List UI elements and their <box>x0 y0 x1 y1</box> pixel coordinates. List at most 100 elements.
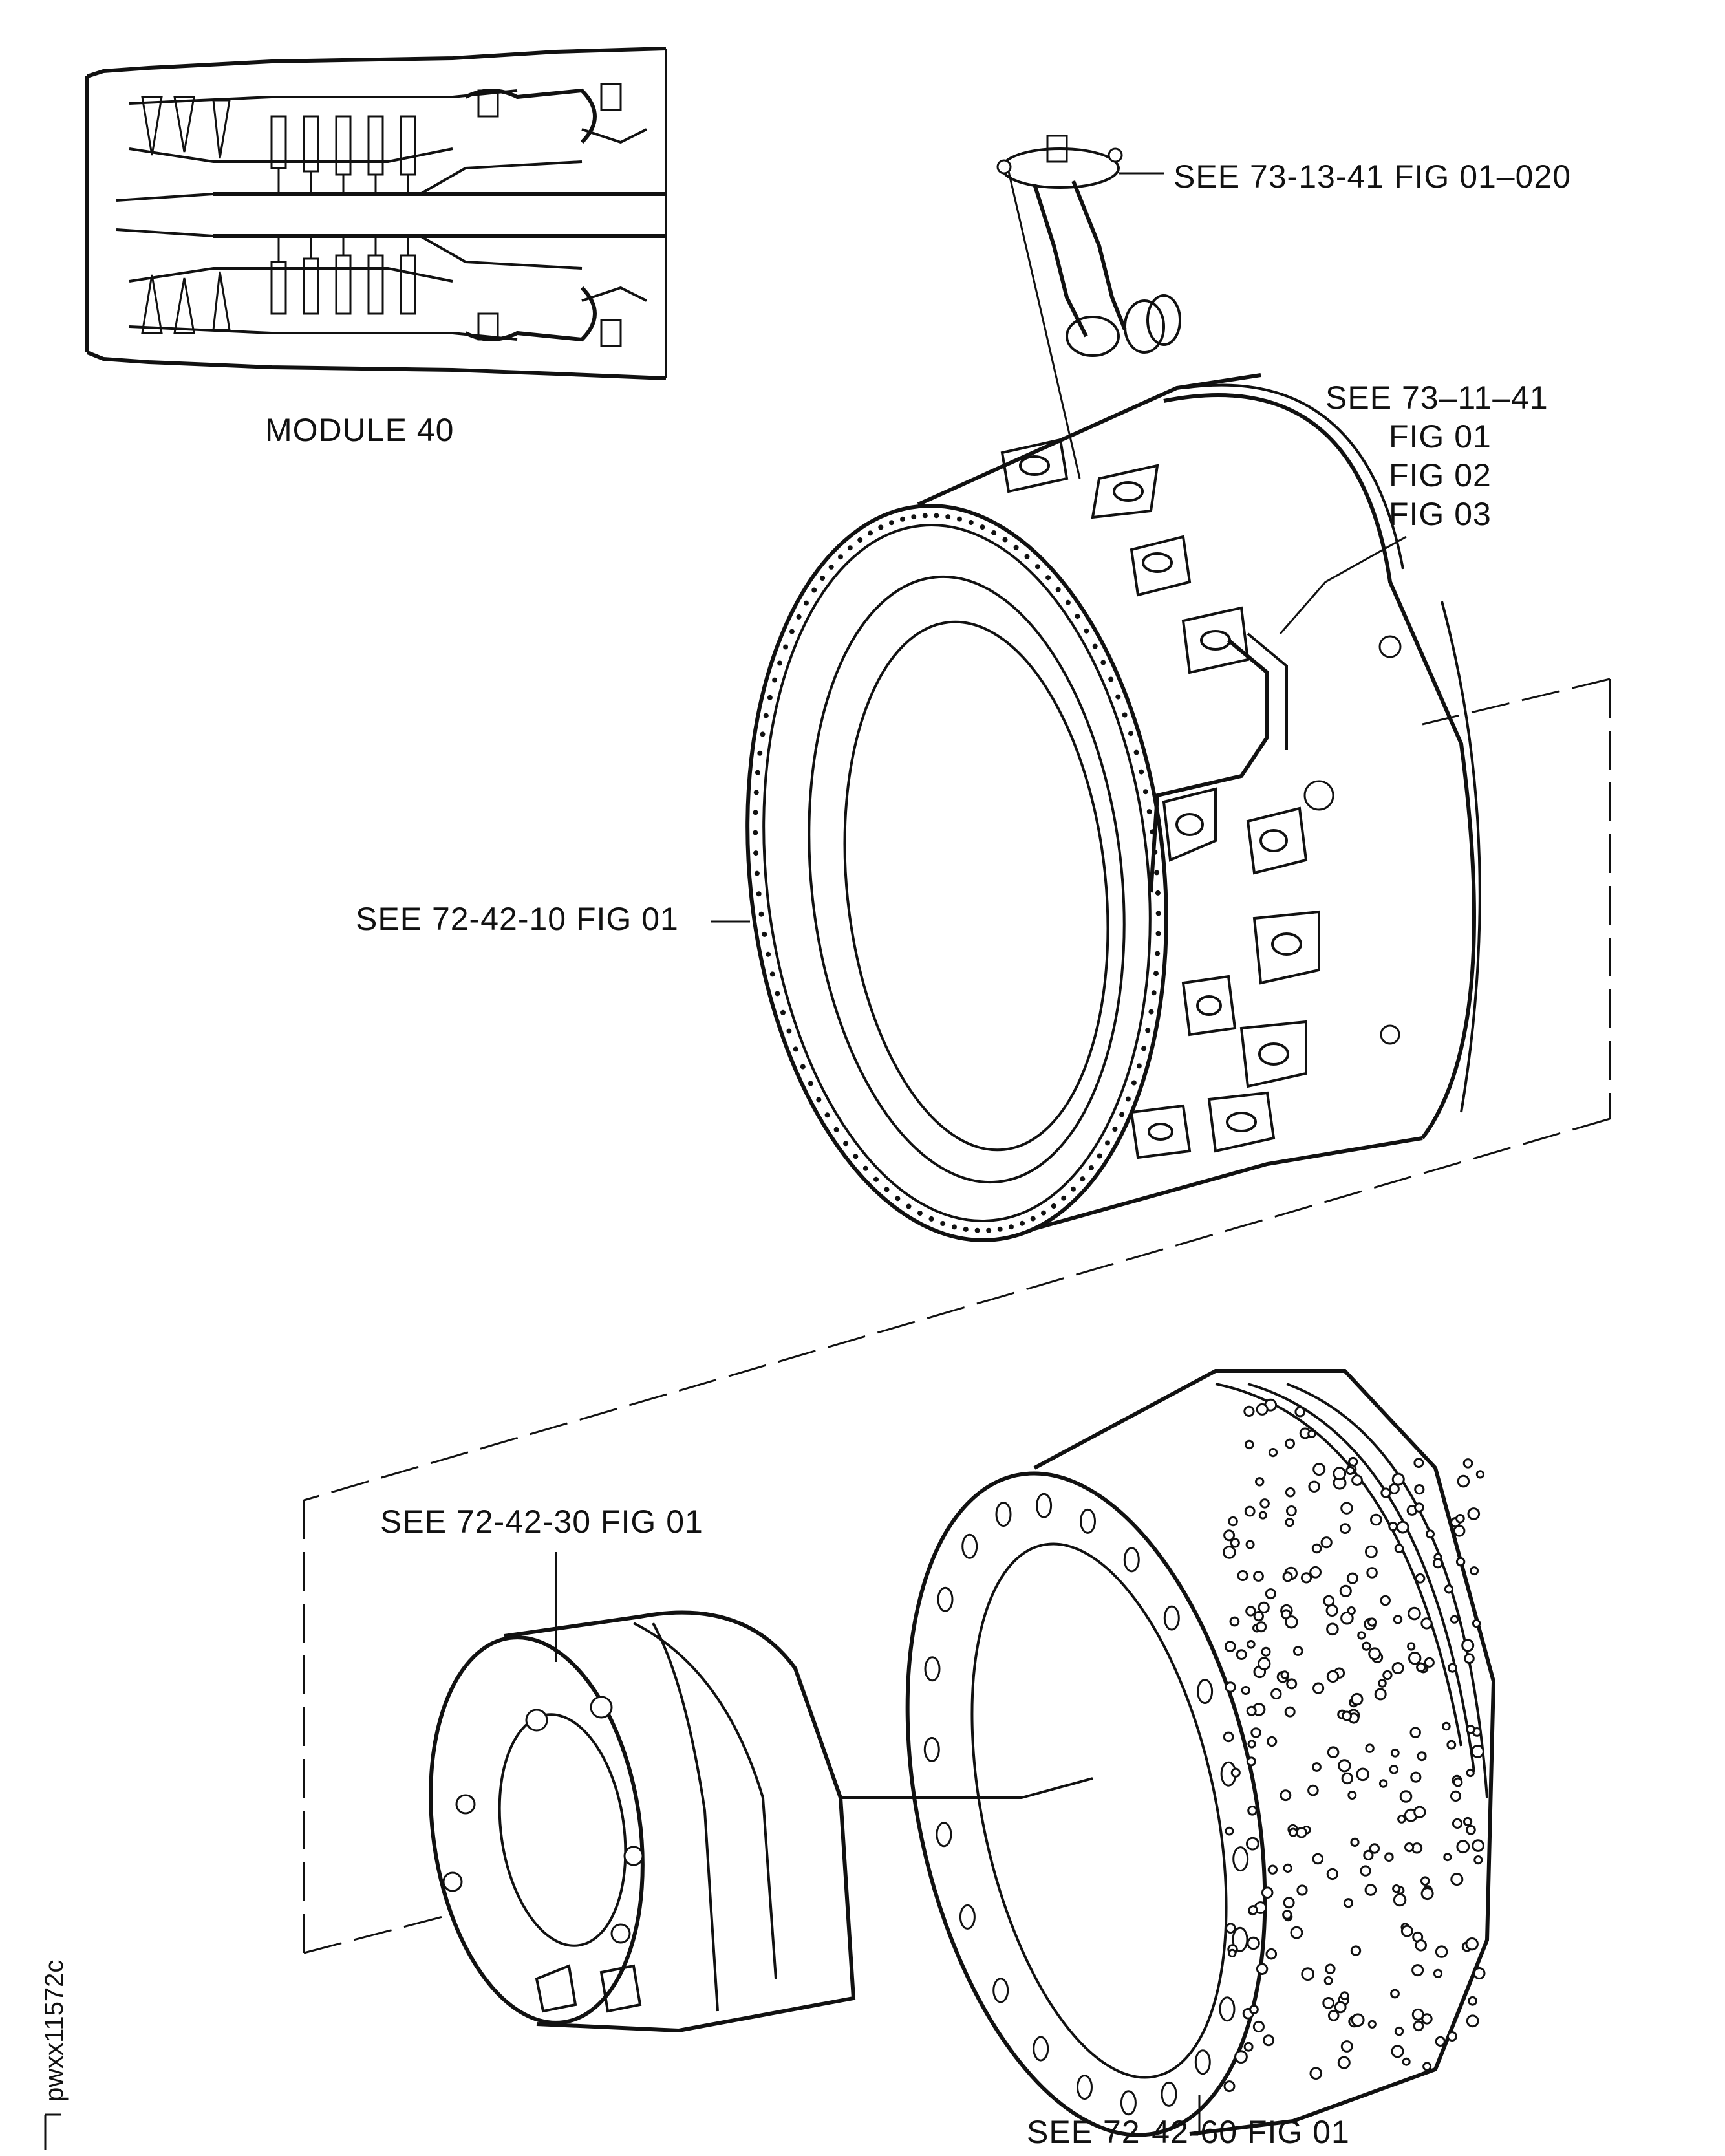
flange-bolt <box>1051 1203 1056 1209</box>
flange-bolt <box>811 587 817 593</box>
cooling-hole <box>1390 1748 1400 1758</box>
flange-bolt <box>847 545 853 551</box>
cooling-hole <box>1339 1584 1352 1597</box>
flange-bolt <box>1155 951 1161 956</box>
flange-bolt <box>884 1187 890 1192</box>
inner-case-part <box>429 1610 856 2033</box>
flange-bolt <box>767 695 773 700</box>
flange-bolt <box>1148 1009 1154 1015</box>
cooling-hole <box>1414 1484 1425 1495</box>
flange-bolt <box>1153 971 1159 976</box>
cooling-hole <box>1285 1615 1298 1629</box>
cooling-hole <box>1450 1873 1464 1886</box>
module-40-label: MODULE 40 <box>265 412 455 448</box>
cooling-hole <box>1466 1768 1475 1778</box>
cooling-hole <box>1268 1448 1278 1458</box>
flange-bolt <box>940 1221 946 1226</box>
cooling-hole <box>1340 1502 1353 1515</box>
flange-bolt <box>1009 1224 1014 1230</box>
cooling-hole <box>1300 1572 1312 1584</box>
cooling-hole <box>1409 1727 1421 1738</box>
flange-bolt <box>762 931 767 937</box>
liner-hole <box>924 1656 941 1682</box>
cooling-hole <box>1410 1771 1422 1783</box>
cooling-hole <box>1258 1511 1267 1520</box>
flange-bolt <box>1100 660 1106 665</box>
cooling-hole <box>1258 1657 1271 1670</box>
cooling-hole <box>1455 1514 1465 1524</box>
cooling-hole <box>1424 1657 1435 1668</box>
drawing-code: pwxx11572c <box>40 1959 69 2102</box>
flange-bolt <box>789 629 795 634</box>
flange-bolt <box>1055 587 1061 592</box>
cooling-hole <box>1223 1546 1236 1559</box>
cooling-hole <box>1393 1893 1407 1907</box>
flange-bolt <box>968 520 974 525</box>
flange-bolt <box>952 1224 957 1230</box>
flange-bolt <box>895 1196 901 1202</box>
cooling-hole <box>1382 1670 1393 1681</box>
flange-bolt <box>780 1009 786 1015</box>
cooling-hole <box>1351 1474 1363 1486</box>
cooling-hole <box>1443 1853 1452 1862</box>
flange-bolt <box>917 1211 923 1216</box>
cooling-hole <box>1325 1604 1338 1617</box>
cooling-hole <box>1388 1483 1400 1494</box>
cooling-hole <box>1223 1731 1234 1743</box>
cooling-hole <box>1356 1767 1369 1782</box>
cooling-hole <box>1340 1991 1349 2001</box>
cooling-hole <box>1307 1429 1316 1439</box>
callout-73-11-41: SEE 73–11–41 <box>1325 380 1548 416</box>
cooling-hole <box>1225 1826 1234 1836</box>
cooling-hole <box>1327 2010 1340 2021</box>
cooling-hole <box>1464 1653 1475 1664</box>
flange-bolt <box>1142 789 1148 795</box>
cooling-hole <box>1326 1622 1339 1636</box>
liner-hole <box>1123 1547 1140 1573</box>
cooling-hole <box>1309 1566 1322 1579</box>
cooling-hole <box>1245 1439 1254 1450</box>
cooling-hole <box>1351 2013 1365 2027</box>
flange-bolt <box>754 870 760 876</box>
flange-bolt <box>1155 890 1161 896</box>
cooling-hole <box>1471 1745 1484 1758</box>
cooling-hole <box>1289 1827 1298 1837</box>
liner-hole <box>1161 2081 1177 2107</box>
cooling-hole <box>1455 1557 1466 1567</box>
cooling-hole <box>1365 1545 1378 1558</box>
flange-bolt <box>1154 870 1160 876</box>
cooling-hole <box>1391 2045 1404 2058</box>
cooling-hole <box>1421 2013 1433 2025</box>
cooling-hole <box>1337 2056 1351 2069</box>
liner-hole <box>1219 1996 1236 2022</box>
cooling-hole <box>1411 2008 1424 2021</box>
flange-bolt <box>756 891 762 897</box>
flange-bolt <box>1139 769 1144 775</box>
cooling-hole <box>1365 1743 1375 1753</box>
flange-bolt <box>777 660 783 666</box>
cooling-hole <box>1435 1945 1448 1958</box>
cooling-hole <box>1312 1463 1326 1476</box>
flange-bolt <box>868 530 873 536</box>
cooling-hole <box>1444 1584 1453 1594</box>
flange-bolt <box>1080 1176 1086 1182</box>
flange-bolt <box>857 537 863 543</box>
liner-hole <box>1033 2036 1049 2062</box>
cooling-hole <box>1392 1884 1401 1893</box>
flange-bolt <box>753 790 759 795</box>
cooling-hole <box>1369 1843 1380 1854</box>
liner-hole <box>961 1533 978 1559</box>
cooling-hole <box>1370 1513 1382 1526</box>
flange-bolt <box>986 1227 992 1233</box>
cooling-hole <box>1453 1525 1466 1537</box>
cooling-hole <box>1325 1963 1336 1974</box>
cooling-hole <box>1223 2080 1236 2093</box>
flange-bolt <box>838 554 843 560</box>
callout-72-42-60: SEE 72-42-60 FIG 01 <box>1027 2114 1350 2150</box>
cooling-hole <box>1261 1886 1274 1899</box>
cooling-hole <box>1450 1790 1462 1802</box>
cooling-hole <box>1457 1474 1470 1488</box>
flange-bolt <box>1115 694 1121 700</box>
cooling-hole <box>1345 1466 1355 1475</box>
cooling-hole <box>1292 1646 1303 1656</box>
